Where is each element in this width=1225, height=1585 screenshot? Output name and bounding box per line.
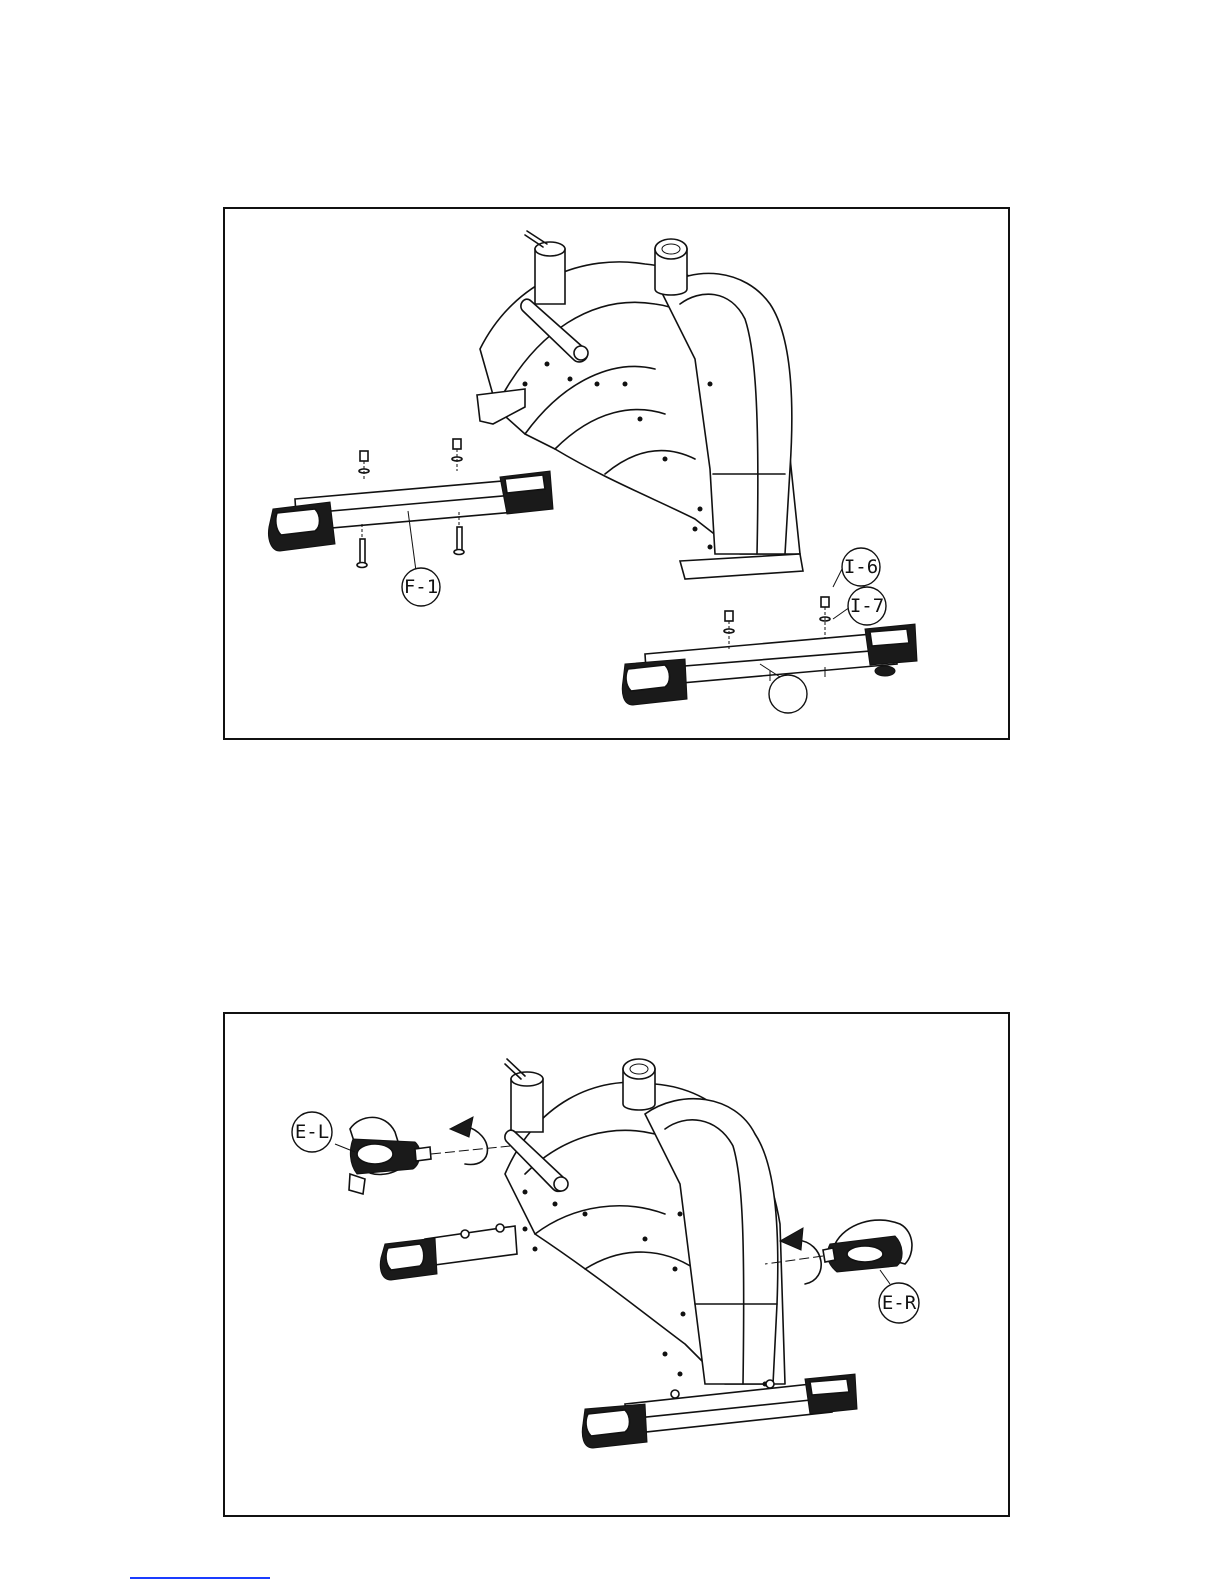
callout-er: E-R [879,1283,919,1323]
figure-1-stabilizer-assembly: F-1 I-6 I-7 [223,207,1010,740]
callout-i6: I-6 [842,548,880,586]
bike-frame [505,1059,785,1387]
left-rotation-arrow [450,1117,488,1164]
callout-i6-label: I-6 [844,556,878,578]
front-stabilizer [380,1224,517,1280]
right-rotation-arrow [780,1228,821,1284]
callout-i7: I-7 [848,587,886,625]
footer-rule [130,1577,270,1579]
figure-2-pedal-assembly: E-L E-R [223,1012,1010,1517]
bike-frame [477,231,803,579]
figure-1-drawing: F-1 I-6 I-7 [225,209,1008,738]
figure-2-drawing: E-L E-R [225,1014,1008,1515]
callout-f1: F-1 [402,568,440,606]
rear-stabilizer [582,1374,857,1448]
callout-rear-stabilizer [769,675,807,713]
callout-f1-label: F-1 [404,576,438,598]
callout-el-label: E-L [295,1121,329,1143]
right-pedal [765,1220,912,1514]
front-stabilizer [268,439,553,568]
callout-i7-label: I-7 [850,595,884,617]
callout-er-label: E-R [882,1292,917,1314]
callout-el: E-L [292,1112,332,1152]
